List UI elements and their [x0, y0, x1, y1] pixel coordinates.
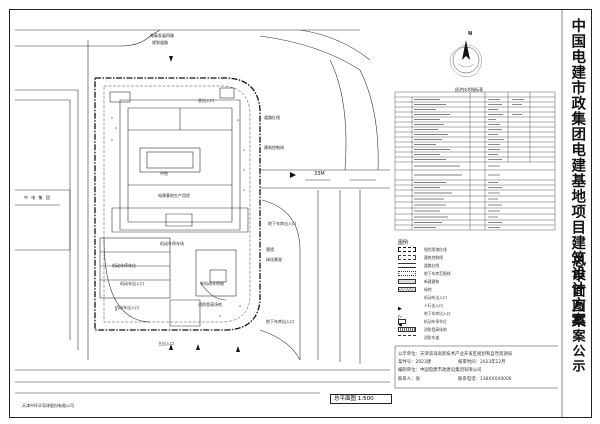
legend-label: 机动车停车位 — [424, 319, 447, 324]
legend-label: 建筑控制线 — [424, 255, 443, 260]
legend-swatch — [398, 319, 406, 324]
legend-swatch — [398, 327, 416, 332]
main-entry-label: 总出入口 — [198, 98, 214, 103]
legend-item: 消防登高场地 — [398, 327, 548, 333]
legend-label: 人行出入口 — [424, 303, 443, 308]
legend-swatch — [398, 263, 416, 268]
legend-item: 地下车库范围线 — [398, 271, 548, 277]
garage-exit-label: 地下车库出入口 — [266, 319, 294, 324]
legend-label: 道路红线 — [424, 263, 440, 268]
legend-label: 消防车道 — [424, 335, 440, 340]
scale-label: 总平面图 1:500 — [330, 394, 392, 404]
bottom-neighbor-label: 天津中环半导体股份有限公司 — [22, 403, 74, 408]
info-unit: 公示单位：天津滨海高新技术产业开发区规划和自然资源局 — [398, 352, 513, 357]
legend-swatch — [398, 279, 416, 284]
garage-entry-label: 地下车库出入口 — [268, 221, 296, 226]
legend-label: 地下车库范围线 — [424, 271, 451, 276]
car-entry-label-2: 机动车出入口 — [115, 305, 139, 310]
table-title: 经济技术指标表 — [455, 87, 483, 92]
info-date: 报审时间：2023年12月 — [458, 360, 506, 365]
info-designer: 编制单位：中国电建市政建设集团有限公司 — [398, 368, 482, 373]
legend-label: 地下车库出入口 — [424, 311, 451, 316]
fire-access-label: 消防登高场地 — [198, 302, 222, 307]
legend-item: ▷ 人行出入口 — [398, 303, 548, 320]
road-width-label: 33M — [314, 171, 325, 177]
legend-item: 道路红线 — [398, 263, 548, 269]
site-boundary-line — [94, 77, 261, 331]
wall-label: 围墙 — [266, 247, 274, 252]
legend-item: 绿地 — [398, 287, 548, 293]
subtitle-column: 总平面图草案公示 — [566, 254, 588, 374]
top-road-label: 海泰发展四路 — [150, 33, 174, 38]
courtyard-label: 中院 — [160, 171, 168, 176]
building-control-line — [103, 85, 251, 323]
legend-label: 机动车出入口 — [424, 295, 447, 300]
legend-swatch — [398, 271, 416, 276]
legend-swatch — [398, 287, 416, 292]
bike-parking-label: 非机动车停放 — [200, 281, 224, 286]
legend-swatch — [398, 335, 416, 340]
primary-entry-label: 主出入口 — [158, 341, 174, 346]
north-label: N — [468, 31, 473, 37]
legend-swatch — [398, 255, 416, 260]
building-line-label: 建筑控制线 — [264, 145, 284, 150]
legend-label: 新建建筑 — [424, 279, 440, 284]
road-red-line-label: 道路红线 — [264, 115, 280, 120]
legend-item: 规划用地红线 — [398, 247, 548, 253]
legend-title: 图例 — [398, 240, 409, 246]
indicators-table — [394, 91, 556, 231]
left-block-label: 中 电 集 团 — [24, 195, 51, 200]
legend-label: 绿地 — [424, 287, 432, 292]
parking-lot-label: 机动车停车场 — [160, 241, 184, 246]
legend-swatch: ▶ — [398, 306, 402, 312]
parking-space-label: 机动车停车位 — [112, 263, 136, 268]
info-contact: 联系人：张 — [398, 377, 420, 382]
building-label: 电建基地生产用房 — [158, 193, 190, 198]
legend-item: 新建建筑 — [398, 279, 548, 285]
project-title: 中国电建市政集团电建基地项目建筑设计方案 — [569, 18, 586, 328]
north-arrow-icon — [449, 40, 482, 78]
legend-item: ◀ 地下车库出入口 — [398, 311, 548, 328]
title-column: 中国电建市政集团电建基地项目建筑设计方案 — [566, 18, 588, 354]
car-entry-label: 机动车出入口 — [120, 281, 144, 286]
legend-swatch: ◀ — [398, 322, 402, 328]
legend-swatch: ▷ — [398, 314, 402, 320]
legend-item: ▶ 机动车出入口 — [398, 295, 548, 312]
legend-item: 机动车停车位 — [398, 319, 548, 325]
project-subtitle: 总平面图草案公示 — [569, 254, 585, 374]
legend-swatch — [398, 247, 416, 252]
info-case: 案件号：2023建 — [398, 360, 432, 365]
landscape-label: 绿化景观 — [266, 257, 282, 262]
legend-label: 规划用地红线 — [424, 247, 447, 252]
legend-label: 消防登高场地 — [424, 327, 447, 332]
legend-item: 建筑控制线 — [398, 255, 548, 261]
info-block: 公示单位：天津滨海高新技术产业开发区规划和自然资源局 案件号：2023建 报审时… — [396, 350, 558, 384]
legend-item: 消防车道 — [398, 335, 548, 341]
info-phone: 联系电话：138XXXX0000 — [458, 377, 512, 382]
top-road-label-2: 规划道路 — [152, 40, 168, 45]
sheet-frame — [9, 9, 592, 418]
